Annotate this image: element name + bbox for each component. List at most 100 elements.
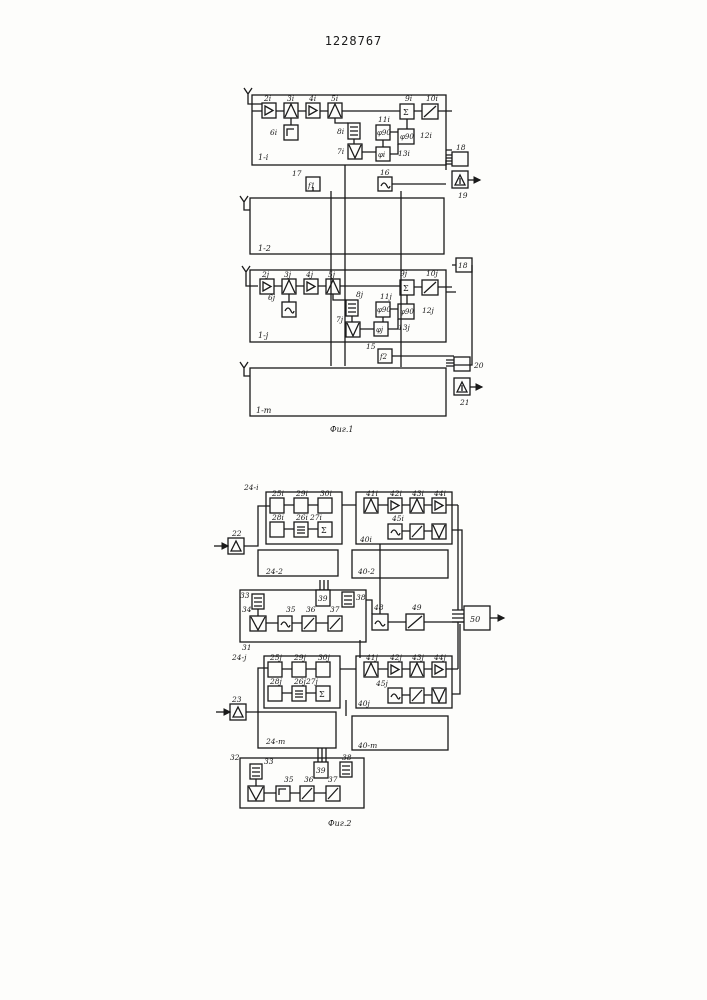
svg-text:36: 36 bbox=[306, 605, 316, 614]
block-28i: 28i bbox=[270, 513, 285, 537]
detector-10j: 10j bbox=[422, 269, 439, 295]
indicator-19: 19 bbox=[452, 171, 480, 200]
amplifier-4j: 4j bbox=[304, 270, 318, 294]
summator-9i: Σ 9i bbox=[400, 94, 414, 119]
svg-text:φ90: φ90 bbox=[377, 129, 391, 137]
mixer-3j: 3j bbox=[282, 270, 296, 294]
detector-10i: 10i bbox=[422, 94, 439, 119]
svg-text:37: 37 bbox=[330, 605, 340, 614]
svg-text:25i: 25i bbox=[271, 489, 285, 498]
amplifier-42j: 42j bbox=[388, 653, 403, 677]
oscillator-6j: 6j bbox=[268, 293, 296, 317]
block-28j: 28j bbox=[268, 677, 283, 701]
svg-text:33: 33 bbox=[240, 591, 250, 600]
fig2-caption: Фиг.2 bbox=[328, 819, 351, 828]
svg-text:49: 49 bbox=[411, 603, 422, 612]
filter-38: 38 bbox=[342, 592, 366, 607]
svg-text:9i: 9i bbox=[405, 94, 413, 103]
svg-text:f1: f1 bbox=[307, 182, 315, 190]
indicator-21: 21 bbox=[454, 378, 482, 407]
svg-text:29i: 29i bbox=[295, 489, 309, 498]
svg-text:10i: 10i bbox=[426, 94, 439, 103]
block-27i: Σ 27i bbox=[309, 513, 332, 537]
svg-text:27j: 27j bbox=[305, 677, 319, 686]
unit-24-m: 24-m bbox=[258, 712, 336, 748]
svg-text:24-j: 24-j bbox=[231, 653, 247, 662]
unit-24-2: 24-2 bbox=[258, 550, 338, 576]
group-31: 31 33 34 35 36 37 39 bbox=[240, 580, 366, 652]
unit-40-m: 40-m bbox=[352, 716, 448, 750]
svg-text:42j: 42j bbox=[389, 653, 403, 662]
svg-text:23: 23 bbox=[231, 695, 242, 704]
svg-text:φi: φi bbox=[378, 151, 385, 159]
svg-text:40-2: 40-2 bbox=[357, 567, 375, 576]
receiver-1-2: 1-2 bbox=[240, 196, 444, 254]
svg-text:12j: 12j bbox=[422, 306, 435, 315]
block-39: 39 bbox=[316, 590, 330, 606]
detector-37b: 37 bbox=[326, 775, 340, 801]
group-32: 32 33 35 36 37 39 bbox=[230, 748, 364, 808]
svg-text:11j: 11j bbox=[380, 292, 393, 301]
svg-text:16: 16 bbox=[380, 168, 390, 177]
svg-text:40j: 40j bbox=[357, 699, 371, 708]
svg-text:33: 33 bbox=[264, 757, 274, 766]
svg-text:φ90: φ90 bbox=[400, 133, 414, 141]
svg-text:26j: 26j bbox=[293, 677, 307, 686]
unit-40-i: 40i 41i 42i 43i 44i 45i bbox=[356, 489, 458, 544]
svg-text:20: 20 bbox=[473, 361, 484, 370]
mixer-7i: 7i bbox=[337, 144, 362, 159]
svg-text:Σ: Σ bbox=[319, 690, 325, 699]
block-25i: 25i bbox=[270, 489, 285, 513]
amplifier-4i: 4i bbox=[306, 94, 320, 118]
svg-text:f2: f2 bbox=[379, 353, 388, 361]
oscillator-6i: 6i bbox=[270, 125, 298, 140]
receiver-1-m: 1-m bbox=[240, 362, 446, 416]
svg-text:29j: 29j bbox=[293, 653, 307, 662]
svg-text:25j: 25j bbox=[269, 653, 283, 662]
svg-text:φ90: φ90 bbox=[377, 306, 391, 314]
svg-text:43j: 43j bbox=[411, 653, 425, 662]
generator-15: f2 15 bbox=[366, 342, 392, 363]
indicator-22: 22 bbox=[214, 529, 244, 554]
svg-text:27i: 27i bbox=[309, 513, 323, 522]
svg-text:3i: 3i bbox=[287, 94, 295, 103]
filter-33b: 33 bbox=[250, 757, 274, 779]
combiner-18: 18 bbox=[446, 143, 468, 166]
fig1-caption: Фиг.1 bbox=[330, 425, 353, 434]
svg-text:40i: 40i bbox=[359, 535, 373, 544]
filter-8j: 8j bbox=[346, 290, 364, 316]
oscillator-35: 35 bbox=[278, 605, 296, 631]
amplifier-44j: 44j bbox=[432, 653, 447, 677]
svg-text:3j: 3j bbox=[284, 270, 292, 279]
svg-text:35: 35 bbox=[284, 775, 294, 784]
svg-text:18: 18 bbox=[458, 261, 468, 270]
mixer-5j: 5j bbox=[326, 270, 340, 294]
svg-text:41i: 41i bbox=[365, 489, 379, 498]
svg-text:38: 38 bbox=[356, 593, 366, 602]
filter-8i: 8i bbox=[337, 123, 360, 139]
block-26j: 26j bbox=[292, 677, 307, 701]
mixer-5i: 5i bbox=[328, 94, 342, 118]
svg-text:15: 15 bbox=[366, 342, 376, 351]
svg-text:8j: 8j bbox=[356, 290, 364, 299]
svg-text:32: 32 bbox=[230, 753, 240, 762]
svg-text:6i: 6i bbox=[270, 128, 278, 137]
mixer-43i: 43i bbox=[410, 489, 425, 513]
svg-text:2j: 2j bbox=[261, 270, 270, 279]
indicator-23: 23 bbox=[216, 695, 246, 720]
summator-9j: Σ 9j bbox=[400, 269, 414, 295]
svg-text:35: 35 bbox=[286, 605, 296, 614]
detector-36b: 36 bbox=[300, 775, 314, 801]
svg-text:24-2: 24-2 bbox=[265, 567, 283, 576]
svg-text:45j: 45j bbox=[375, 679, 389, 688]
svg-text:4i: 4i bbox=[308, 94, 317, 103]
mixer-7j: 7j bbox=[336, 315, 360, 337]
mixer-43j: 43j bbox=[410, 653, 425, 677]
combiner-20: 20 bbox=[446, 357, 484, 371]
svg-text:48: 48 bbox=[373, 603, 384, 612]
svg-text:42i: 42i bbox=[389, 489, 403, 498]
receiver-label-1-m: 1-m bbox=[256, 406, 272, 415]
block-27j: Σ 27j bbox=[305, 677, 330, 701]
svg-text:30j: 30j bbox=[318, 653, 331, 662]
svg-text:13j: 13j bbox=[398, 323, 411, 332]
